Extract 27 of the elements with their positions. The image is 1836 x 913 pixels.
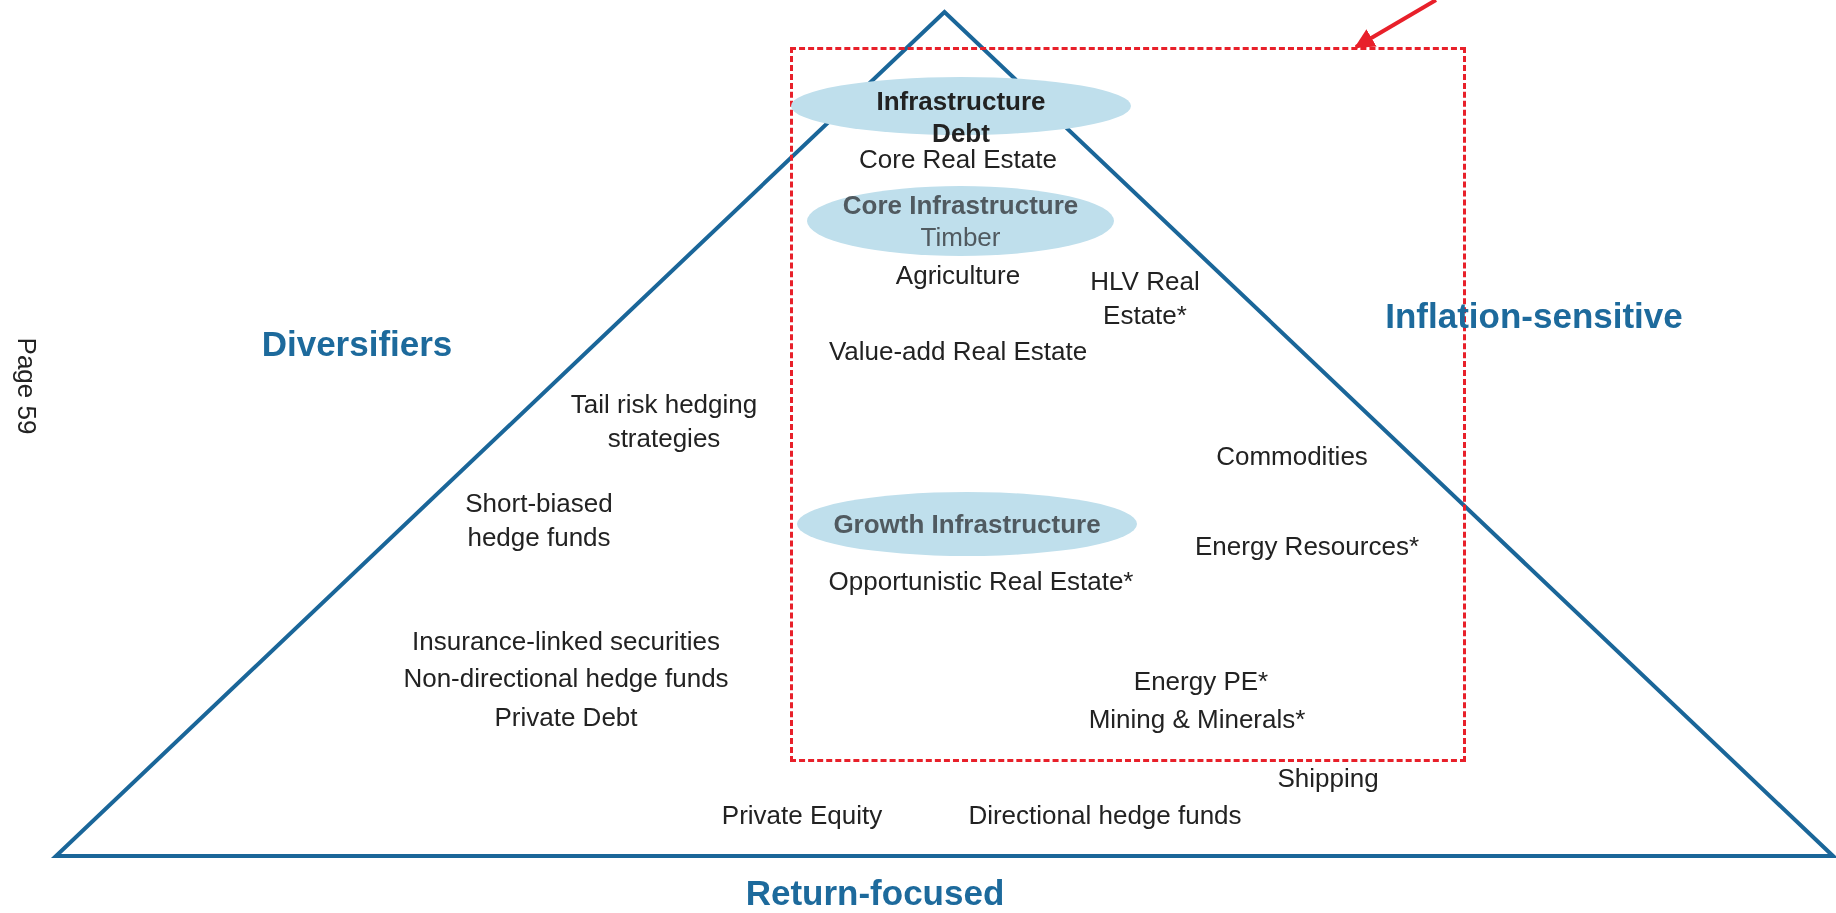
asset-class-label: Opportunistic Real Estate*: [828, 565, 1134, 599]
node-text: Core Infrastructure: [842, 188, 1079, 221]
side-label: Inflation-sensitive: [1385, 295, 1683, 338]
asset-class-label: Energy Resources*: [1195, 530, 1419, 564]
asset-class-label: Private Equity: [721, 799, 883, 833]
asset-class-label: Directional hedge funds: [968, 799, 1242, 833]
node-text: Timber: [920, 221, 1001, 254]
asset-class-label: Shipping: [1277, 762, 1379, 796]
side-label: Diversifiers: [261, 323, 453, 366]
asset-class-label: Mining & Minerals*: [1088, 703, 1306, 737]
asset-class-label: Value-add Real Estate: [828, 335, 1088, 369]
asset-class-label: Short-biased hedge funds: [464, 487, 614, 554]
asset-class-label: Private Debt: [494, 701, 638, 735]
side-label: Return-focused: [745, 872, 1005, 913]
asset-class-label: Energy PE*: [1133, 665, 1269, 699]
asset-class-label: Tail risk hedging strategies: [569, 388, 759, 455]
page-number: Page 59: [10, 337, 43, 435]
asset-class-label: Insurance-linked securities: [412, 625, 720, 659]
asset-class-label: Commodities: [1216, 440, 1368, 474]
ellipse-node: [797, 492, 1137, 556]
asset-class-label: Non-directional hedge funds: [403, 662, 729, 696]
asset-class-label: Agriculture: [895, 259, 1021, 293]
arrow: [1354, 0, 1437, 49]
ellipse-node: [807, 186, 1114, 256]
asset-class-label: HLV Real Estate*: [1089, 265, 1201, 332]
node-text: Growth Infrastructure: [833, 507, 1101, 541]
pyramid-triangle: [54, 10, 1835, 858]
